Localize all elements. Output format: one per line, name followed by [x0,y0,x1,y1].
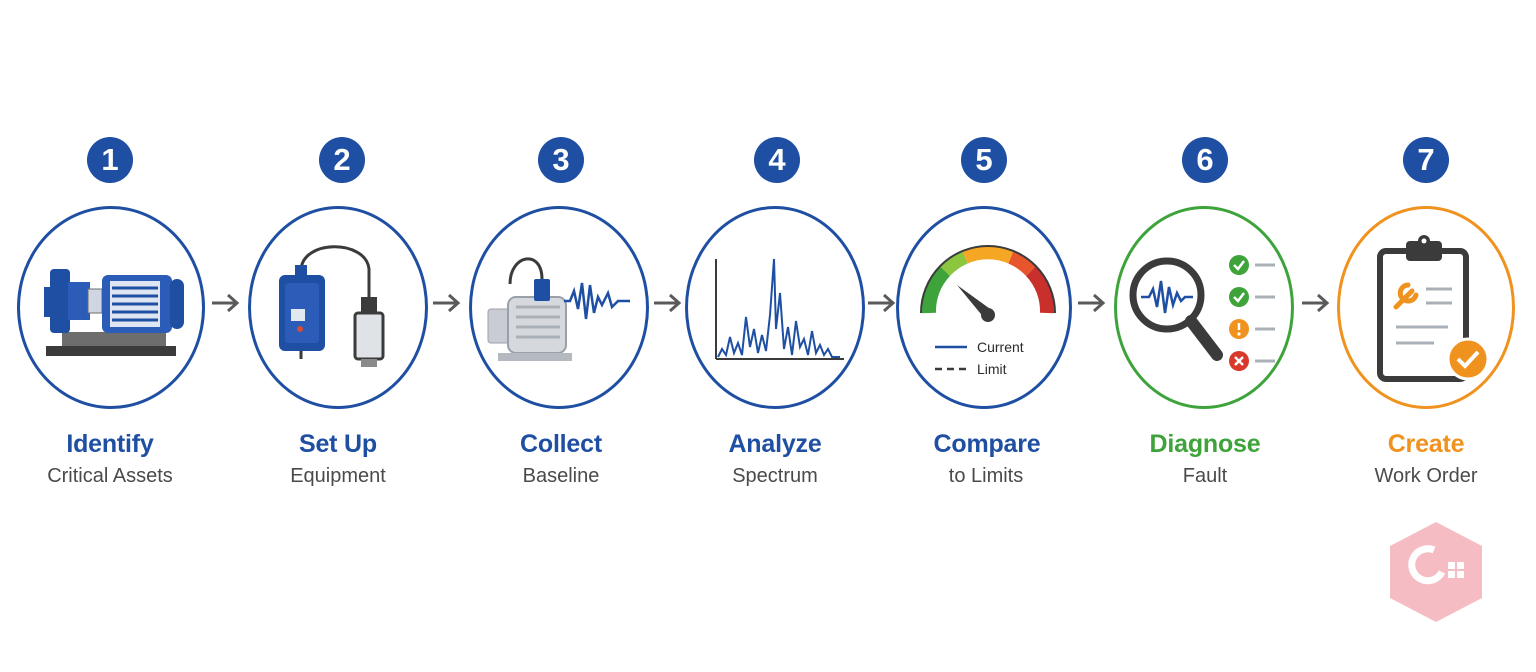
step-4-number-badge: 4 [754,137,800,183]
step-2-number-badge: 2 [319,137,365,183]
step-2-title: Set Up [299,430,377,458]
magnifier-checklist-icon [1129,255,1275,371]
step-4-title: Analyze [728,430,822,458]
step-4-subtitle: Spectrum [732,465,818,487]
step-5-icon-circle: Current Limit [896,206,1072,409]
arrow-icon [652,292,682,319]
step-5-number-badge: 5 [961,137,1007,183]
arrow-icon [1300,292,1330,319]
pump-motor-icon [44,269,184,356]
step-3-icon-circle [469,206,649,409]
gauge-icon [920,245,1056,371]
watermark-logo-icon [1384,518,1488,631]
step-5-title: Compare [933,430,1041,458]
step-5-subtitle: to Limits [948,465,1024,487]
spectrum-chart-icon [715,258,844,360]
step-3-title: Collect [520,430,602,458]
arrow-icon [431,292,461,319]
step-7-icon-circle [1337,206,1515,409]
vibration-analyzer-icon [279,245,385,367]
step-7-subtitle: Work Order [1374,465,1478,487]
arrow-icon [210,292,240,319]
clipboard-wrench-icon [1377,235,1490,382]
step-3-subtitle: Baseline [522,465,600,487]
step-2-subtitle: Equipment [290,465,386,487]
arrow-icon [1076,292,1106,319]
step-1-icon-circle [17,206,205,409]
step-6-subtitle: Fault [1182,465,1228,487]
step-7-title: Create [1387,430,1465,458]
pump-sensor-waveform-icon [487,257,630,361]
step-6-icon-circle [1114,206,1294,409]
step-2-icon-circle [248,206,428,409]
step-1-number-badge: 1 [87,137,133,183]
step-4-icon-circle [685,206,865,409]
step-7-number-badge: 7 [1403,137,1449,183]
arrow-icon [866,292,896,319]
step-1-title: Identify [66,430,154,458]
step-6-title: Diagnose [1149,430,1261,458]
legend-current-label: Current [977,339,1024,355]
step-3-number-badge: 3 [538,137,584,183]
step-1-subtitle: Critical Assets [47,465,173,487]
step-6-number-badge: 6 [1182,137,1228,183]
legend-limit-label: Limit [977,361,1007,377]
